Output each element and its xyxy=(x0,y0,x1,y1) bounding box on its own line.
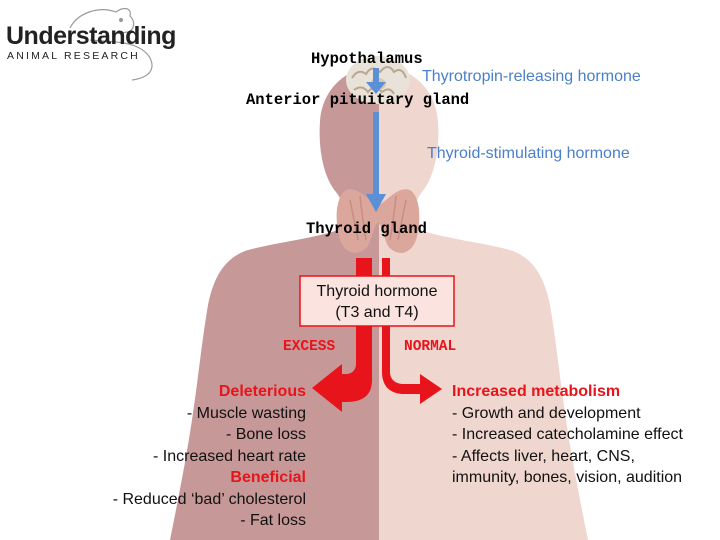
hormone-box-line2: (T3 and T4) xyxy=(335,304,419,321)
label-tsh: Thyroid-stimulating hormone xyxy=(427,145,630,162)
deleterious-item: - Bone loss xyxy=(225,426,306,443)
beneficial-title: Beneficial xyxy=(230,469,306,486)
beneficial-item: - Reduced ‘bad’ cholesterol xyxy=(112,490,306,508)
beneficial-item: - Fat loss xyxy=(240,512,306,529)
rat-logo-icon xyxy=(69,7,153,81)
deleterious-title: Deleterious xyxy=(218,383,306,400)
label-normal: NORMAL xyxy=(404,339,457,355)
thyroid-gland-icon xyxy=(336,189,420,253)
hormone-box-line1: Thyroid hormone xyxy=(316,283,438,300)
normal-arrow xyxy=(382,258,442,404)
logo-wordmark: Understanding xyxy=(6,22,176,50)
label-anterior-pituitary: Anterior pituitary gland xyxy=(246,91,470,109)
hormone-box xyxy=(299,275,455,327)
metabolism-item: - Affects liver, heart, CNS, xyxy=(452,447,635,465)
metabolism-item: - Increased catecholamine effect xyxy=(452,426,683,443)
label-trh: Thyrotropin-releasing hormone xyxy=(422,68,641,85)
tsh-arrow xyxy=(366,112,386,212)
label-thyroid-gland: Thyroid gland xyxy=(306,220,427,238)
left-effects: Deleterious - Muscle wasting - Bone loss… xyxy=(113,381,306,532)
right-effects: Increased metabolism - Growth and develo… xyxy=(452,381,683,489)
metabolism-item: immunity, bones, vision, audition xyxy=(452,469,683,486)
trh-arrow xyxy=(366,68,386,94)
increased-metabolism-title: Increased metabolism xyxy=(452,383,621,400)
deleterious-item: - Increased heart rate xyxy=(153,447,306,465)
metabolism-item: - Growth and development xyxy=(452,404,641,422)
label-hypothalamus: Hypothalamus xyxy=(311,50,423,68)
logo-subtitle: ANIMAL RESEARCH xyxy=(7,50,140,62)
label-excess: EXCESS xyxy=(283,339,336,355)
deleterious-item: - Muscle wasting xyxy=(186,404,306,422)
